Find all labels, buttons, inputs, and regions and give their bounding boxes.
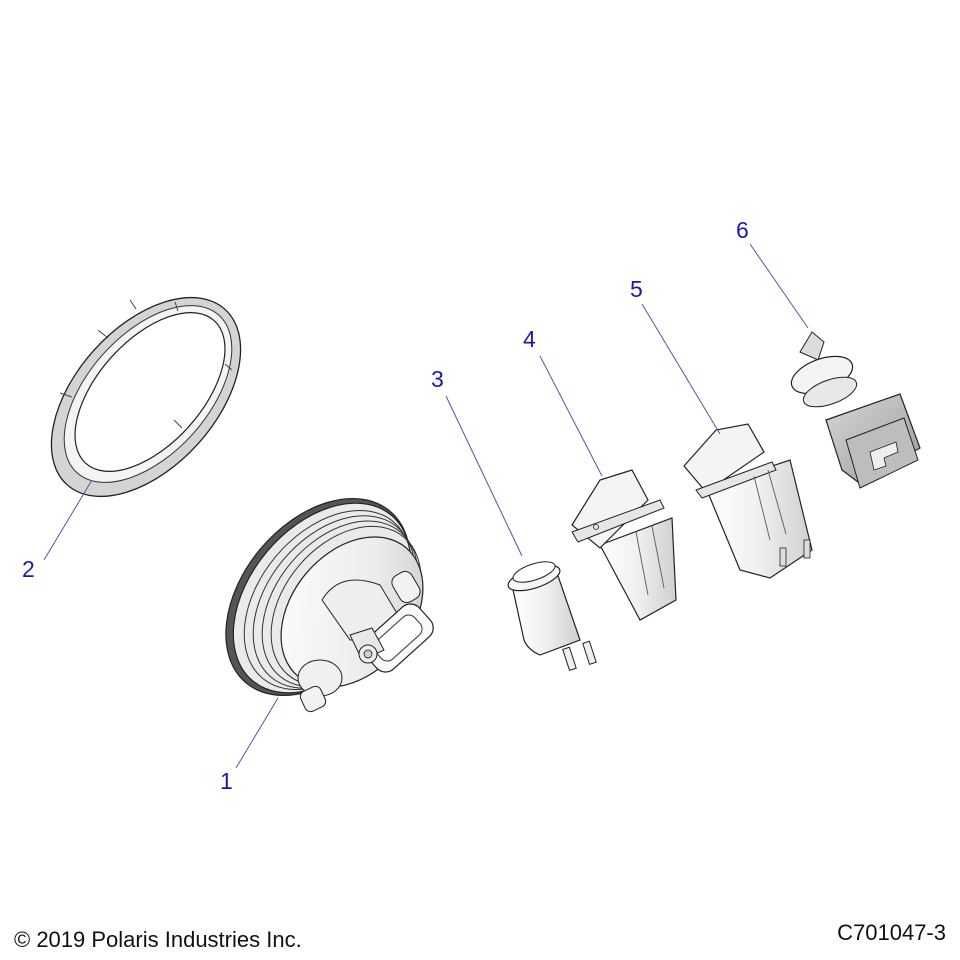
callout-2: 2 (22, 556, 35, 582)
part-1-fuel-cap (225, 497, 434, 713)
drawing-id: C701047-3 (837, 920, 946, 945)
part-6-sensor-connector (790, 331, 921, 489)
callout-6: 6 (736, 217, 749, 243)
part-3-indicator-light (507, 561, 597, 672)
callout-5: 5 (630, 276, 643, 302)
callout-1: 1 (220, 768, 233, 794)
callout-3: 3 (431, 366, 444, 392)
callout-4: 4 (523, 326, 536, 352)
part-5-rocker-switch (683, 423, 813, 579)
leader-lines (43, 243, 809, 769)
part-4-rocker-switch (571, 469, 677, 621)
part-2-locking-ring (50, 296, 242, 498)
copyright-notice: © 2019 Polaris Industries Inc. (14, 927, 302, 952)
